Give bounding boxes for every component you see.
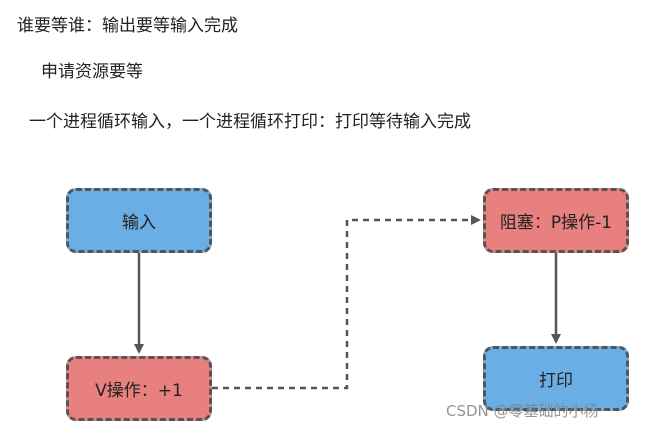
box-input: 输入 bbox=[66, 188, 212, 253]
box-v-label: V操作：+1 bbox=[95, 381, 183, 401]
box-print: 打印 bbox=[483, 346, 629, 411]
box-v-operation: V操作：+1 bbox=[66, 356, 212, 421]
box-print-label: 打印 bbox=[539, 371, 573, 391]
watermark: CSDN @零基础的小杨 bbox=[446, 402, 599, 420]
heading-who-waits: 谁要等谁：输出要等输入完成 bbox=[17, 16, 238, 36]
box-input-label: 输入 bbox=[122, 213, 156, 233]
note-process-loop: 一个进程循环输入，一个进程循环打印：打印等待输入完成 bbox=[29, 112, 471, 132]
box-block-p-operation: 阻塞：P操作-1 bbox=[483, 188, 629, 253]
note-request-resource: 申请资源要等 bbox=[41, 62, 143, 82]
box-block-label: 阻塞：P操作-1 bbox=[499, 213, 613, 233]
arrow-v-to-block-dashed bbox=[212, 215, 481, 390]
